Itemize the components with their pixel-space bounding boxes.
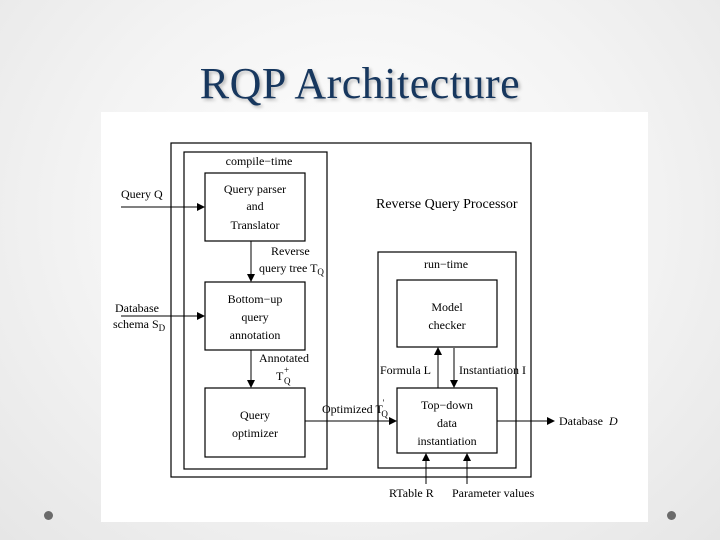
schema-input-label-line1: Database xyxy=(115,301,159,315)
reverse-query-processor-frame xyxy=(170,142,532,478)
model-checker-line2: checker xyxy=(428,318,465,332)
model-checker-line1: Model xyxy=(431,300,463,314)
query-optimizer-box xyxy=(204,387,306,458)
params-input-label: Parameter values xyxy=(452,486,535,500)
top-down-line1: Top−down xyxy=(421,398,473,412)
bottom-up-line2: query xyxy=(241,310,268,324)
annotated-label-line1: Annotated xyxy=(259,351,309,365)
run-time-frame xyxy=(377,251,517,469)
compile-time-label: compile−time xyxy=(226,154,293,168)
bottom-up-annotation-box xyxy=(204,281,306,351)
slide-title: RQP Architecture xyxy=(199,59,521,108)
query-parser-line1: Query parser xyxy=(224,182,286,196)
instantiation-label: Instantiation I xyxy=(459,363,526,377)
query-parser-line3: Translator xyxy=(231,218,280,232)
formula-label: Formula L xyxy=(380,363,431,377)
compile-time-frame xyxy=(183,151,328,470)
reverse-tree-label-line2: query tree TQ xyxy=(259,261,324,277)
reverse-query-processor-label: Reverse Query Processor xyxy=(376,197,518,212)
left-bullet-dot xyxy=(44,511,53,520)
query-optimizer-line2: optimizer xyxy=(232,426,278,440)
architecture-diagram: Reverse Query Processor compile−time Que… xyxy=(113,142,618,500)
top-down-line2: data xyxy=(437,416,458,430)
run-time-label: run−time xyxy=(424,257,468,271)
top-down-line3: instantiation xyxy=(417,434,476,448)
optimized-label: Optimized T'Q xyxy=(322,398,388,419)
query-input-label: Query Q xyxy=(121,187,163,201)
reverse-tree-label-line1: Reverse xyxy=(271,244,310,258)
query-optimizer-line1: Query xyxy=(240,408,270,422)
bottom-up-line3: annotation xyxy=(230,328,281,342)
model-checker-box xyxy=(396,279,498,348)
annotated-label-T: T xyxy=(276,369,284,383)
query-parser-box xyxy=(204,172,306,242)
right-bullet-dot xyxy=(667,511,676,520)
annotated-label-sub: Q xyxy=(284,376,291,386)
architecture-figure: Reverse Query Processor compile−time Que… xyxy=(101,112,648,522)
query-parser-line2: and xyxy=(246,199,263,213)
schema-input-label-line2: schema SD xyxy=(113,317,166,333)
rtable-input-label: RTable R xyxy=(389,486,434,500)
bottom-up-line1: Bottom−up xyxy=(228,292,283,306)
annotated-label-sup: + xyxy=(284,365,289,375)
